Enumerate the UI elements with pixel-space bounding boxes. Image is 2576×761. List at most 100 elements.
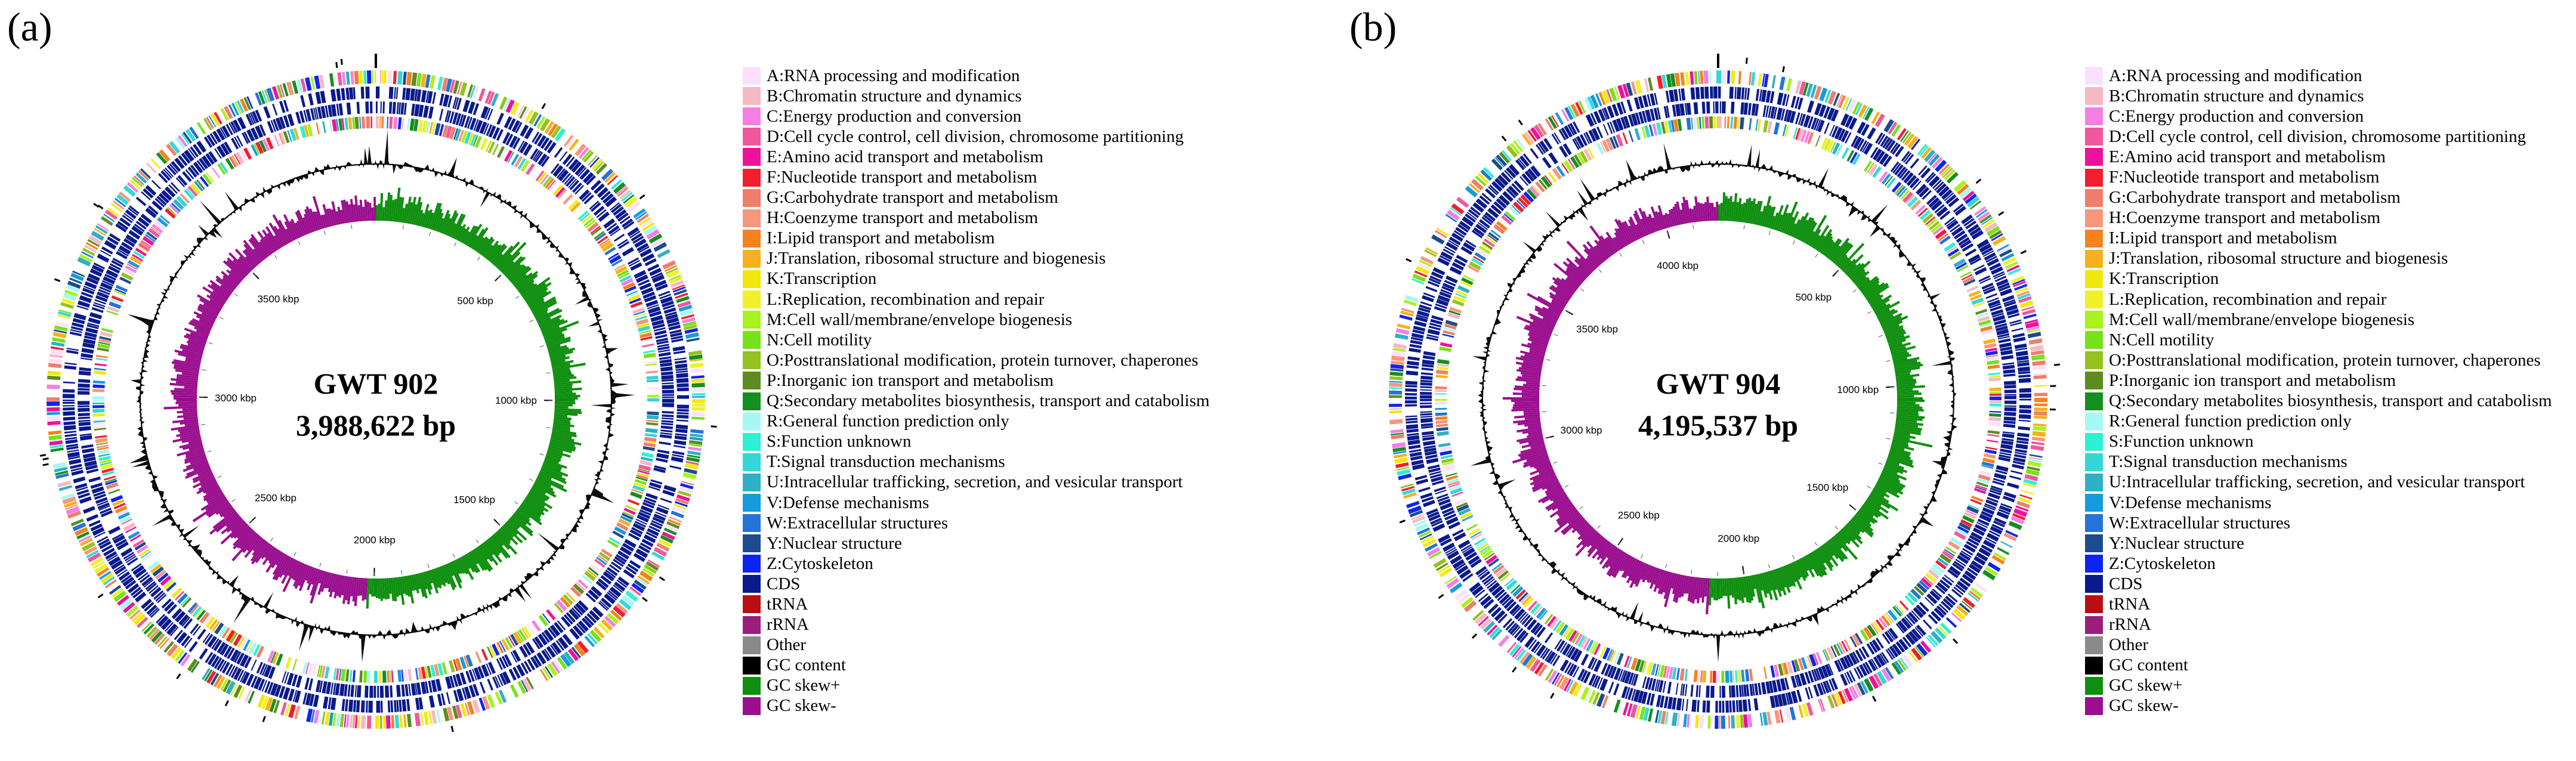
gene-feature xyxy=(1503,213,1514,222)
gc-skew-positive xyxy=(554,379,570,383)
gene-feature xyxy=(625,566,637,575)
gene-feature xyxy=(1431,476,1443,482)
gene-feature xyxy=(554,128,566,141)
gene-feature xyxy=(496,658,503,670)
gene-feature xyxy=(1927,152,1938,164)
gc-skew-positive xyxy=(446,563,455,577)
gene-feature xyxy=(194,608,204,619)
legend-swatch xyxy=(743,615,761,634)
gc-skew-negative xyxy=(1614,218,1631,245)
gene-feature xyxy=(1420,391,1432,395)
gene-feature xyxy=(315,91,322,104)
gene-feature xyxy=(671,338,684,343)
gc-skew-positive xyxy=(525,496,549,512)
gene-feature xyxy=(1602,140,1610,152)
gene-feature xyxy=(1530,165,1541,178)
gene-feature xyxy=(431,710,437,724)
gene-feature xyxy=(478,88,486,102)
gene-feature xyxy=(1748,72,1752,85)
gene-feature xyxy=(1795,80,1802,94)
gene-feature xyxy=(255,92,262,106)
gene-feature xyxy=(207,653,217,666)
gc-skew-positive xyxy=(403,203,408,223)
gc-skew-positive xyxy=(554,416,572,420)
legend-label: GC skew- xyxy=(2109,696,2179,716)
gene-feature xyxy=(1459,221,1471,230)
gene-feature xyxy=(295,675,302,688)
gene-feature xyxy=(1989,391,2002,394)
gene-feature xyxy=(2007,313,2020,318)
gene-feature xyxy=(1911,610,1920,620)
legend-item: B:Chromatin structure and dynamics xyxy=(2085,86,2552,106)
gc-skew-positive xyxy=(553,422,574,428)
gene-feature xyxy=(555,187,566,198)
gene-feature xyxy=(66,446,79,450)
gc-skew-positive xyxy=(1892,437,1933,448)
gc-skew-positive xyxy=(549,354,566,361)
gene-feature xyxy=(190,165,200,176)
gc-skew-positive xyxy=(1830,538,1848,560)
gene-feature xyxy=(1999,505,2012,513)
gene-feature xyxy=(1419,304,1431,311)
gene-feature xyxy=(1420,416,1432,418)
gene-feature xyxy=(479,121,487,134)
cds-ring xyxy=(78,101,674,698)
gene-feature xyxy=(643,349,656,354)
legend-label: Y:Nuclear structure xyxy=(2109,533,2244,553)
gene-feature xyxy=(189,126,199,140)
gene-feature xyxy=(1394,457,1409,464)
gene-feature xyxy=(157,573,169,583)
gc-skew-negative xyxy=(1533,474,1556,487)
gene-feature xyxy=(1742,699,1748,712)
gene-feature xyxy=(421,666,427,679)
gene-feature xyxy=(598,602,609,611)
gene-feature xyxy=(251,111,260,123)
gene-feature xyxy=(1837,659,1844,671)
gene-feature xyxy=(131,563,142,571)
gene-feature xyxy=(649,268,662,276)
gene-feature xyxy=(1570,648,1580,661)
gene-feature xyxy=(1960,550,1972,558)
legend-item: N:Cell motility xyxy=(2085,330,2552,350)
minor-tick xyxy=(234,293,239,296)
gene-feature xyxy=(674,501,688,508)
rna-marker xyxy=(42,463,49,466)
gene-feature xyxy=(141,191,151,200)
gc-skew-negative xyxy=(320,214,327,228)
gene-feature xyxy=(61,493,75,500)
gene-feature xyxy=(672,284,685,290)
gene-feature xyxy=(1394,453,1407,459)
gene-feature xyxy=(1622,702,1629,716)
gene-feature xyxy=(1502,150,1512,162)
gene-feature xyxy=(234,101,242,115)
gene-feature xyxy=(1897,620,1908,633)
gene-feature xyxy=(1993,315,2006,322)
gene-feature xyxy=(1518,197,1528,208)
legend-swatch xyxy=(2085,107,2103,126)
gene-feature xyxy=(1785,707,1792,722)
gene-feature xyxy=(1485,188,1496,199)
gene-feature xyxy=(672,506,686,514)
gene-feature xyxy=(164,186,176,198)
gene-feature xyxy=(642,253,655,262)
gene-feature xyxy=(2000,288,2013,296)
gene-feature xyxy=(175,177,185,187)
gc-skew-negative xyxy=(298,564,309,586)
gene-feature xyxy=(1561,127,1570,140)
gene-feature xyxy=(391,715,395,729)
gc-skew-negative xyxy=(1561,278,1577,292)
gc-skew-negative xyxy=(317,571,327,595)
gc-skew-positive xyxy=(1882,315,1908,329)
gene-feature xyxy=(632,522,645,531)
gene-feature xyxy=(1439,567,1453,578)
gene-feature xyxy=(687,450,701,456)
gene-feature xyxy=(55,321,69,327)
gene-feature xyxy=(1448,482,1460,488)
gc-skew-negative xyxy=(1702,203,1706,221)
gene-feature xyxy=(624,539,637,548)
gene-feature xyxy=(1780,678,1787,691)
gene-feature xyxy=(1465,185,1478,198)
gene-feature xyxy=(1661,75,1667,88)
gene-feature xyxy=(1420,405,1432,409)
gene-feature xyxy=(648,233,663,244)
